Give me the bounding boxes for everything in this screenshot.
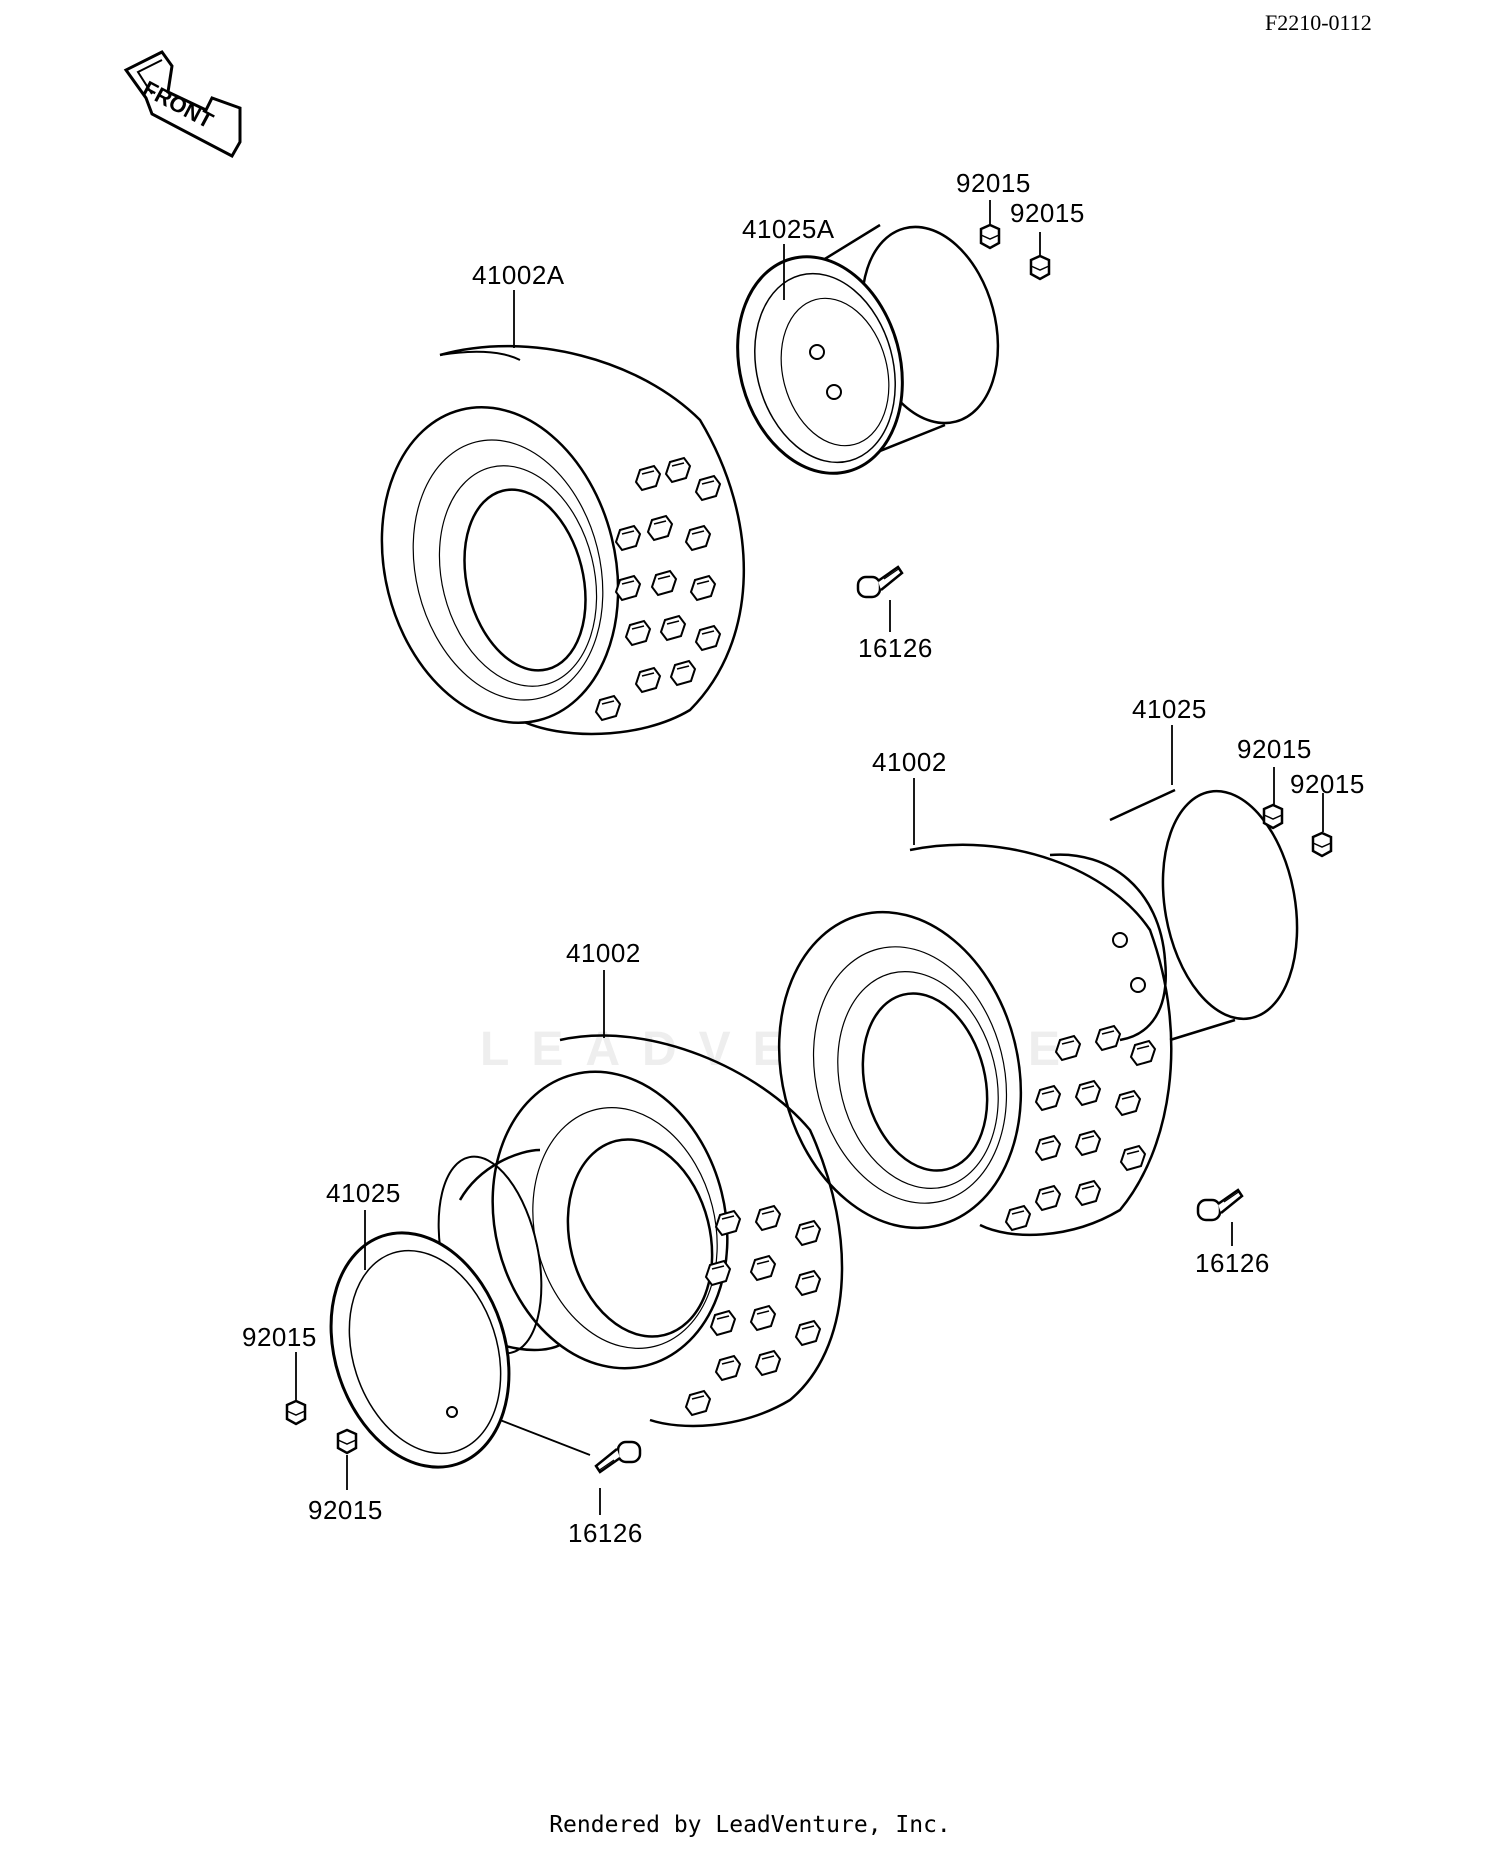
callout-92015: 92015 bbox=[1290, 769, 1365, 799]
rim-41025-right bbox=[1049, 788, 1299, 1042]
tire-41002-lower bbox=[491, 1034, 844, 1428]
nut-icon bbox=[1029, 254, 1051, 281]
callout-16126: 16126 bbox=[568, 1518, 643, 1548]
tire-41002a bbox=[380, 344, 746, 736]
rim-41025-lower bbox=[329, 1148, 561, 1469]
callout-41002a: 41002A bbox=[472, 260, 565, 290]
callout-92015: 92015 bbox=[242, 1322, 317, 1352]
callout-16126: 16126 bbox=[1195, 1248, 1270, 1278]
callout-92015: 92015 bbox=[1010, 198, 1085, 228]
callout-41025: 41025 bbox=[1132, 694, 1207, 724]
callout-41025: 41025 bbox=[326, 1178, 401, 1208]
callout-41002: 41002 bbox=[872, 747, 947, 777]
tire-41002-right bbox=[777, 843, 1173, 1237]
callout-92015: 92015 bbox=[956, 168, 1031, 198]
rim-41025a bbox=[736, 223, 1000, 475]
nut-icon bbox=[1311, 831, 1333, 858]
valve-stem-icon bbox=[1196, 1188, 1244, 1222]
callout-92015: 92015 bbox=[1237, 734, 1312, 764]
valve-stem-icon bbox=[594, 1440, 642, 1474]
nut-icon bbox=[1262, 803, 1284, 830]
callout-92015: 92015 bbox=[308, 1495, 383, 1525]
sheet-id: F2210-0112 bbox=[1265, 10, 1372, 35]
nut-icon bbox=[979, 223, 1001, 250]
callout-41025a: 41025A bbox=[742, 214, 835, 244]
leader-lines bbox=[295, 200, 1324, 1515]
footer-credit: Rendered by LeadVenture, Inc. bbox=[549, 1812, 951, 1838]
callout-41002: 41002 bbox=[566, 938, 641, 968]
nut-icon bbox=[336, 1428, 358, 1455]
valve-stem-icon bbox=[856, 565, 904, 599]
nut-icon bbox=[285, 1399, 307, 1426]
callout-16126: 16126 bbox=[858, 633, 933, 663]
front-arrow-icon bbox=[123, 50, 242, 159]
